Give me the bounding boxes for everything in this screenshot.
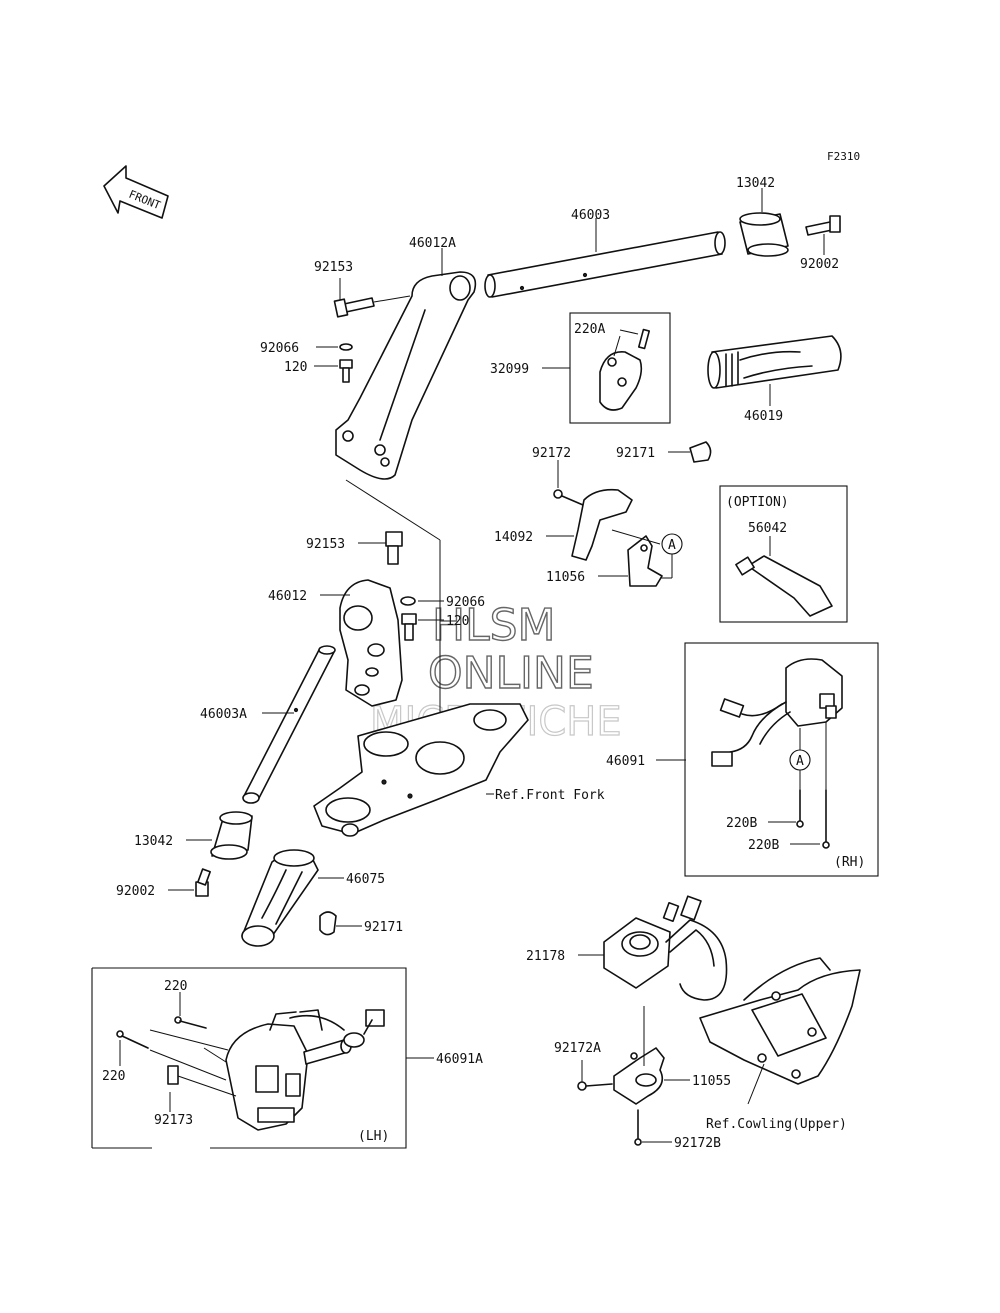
label-120-mid: 120	[446, 614, 469, 629]
part-92066-washer-top	[339, 343, 353, 351]
label-220a: 220A	[574, 322, 605, 337]
part-220-screw-top	[174, 1016, 207, 1029]
label-46019: 46019	[744, 409, 783, 424]
label-220b-1: 220B	[726, 816, 757, 831]
part-13042-weight-top	[739, 212, 789, 257]
front-arrow-icon: FRONT	[103, 165, 169, 219]
watermark-line2: ONLINE	[428, 648, 594, 699]
part-92171-low	[319, 911, 337, 936]
label-14092: 14092	[494, 530, 533, 545]
part-92153-bolt-mid	[385, 531, 403, 565]
part-46012a-holder-upper	[335, 271, 477, 480]
label-92172a: 92172A	[554, 1041, 601, 1056]
part-92002-bolt-low	[195, 868, 211, 897]
part-92066-washer-mid	[400, 596, 416, 606]
label-92173: 92173	[154, 1113, 193, 1128]
part-220-screw-left	[116, 1030, 149, 1049]
label-220-left: 220	[102, 1069, 125, 1084]
part-92171-top	[689, 441, 712, 463]
watermark-line1: HLSM	[432, 600, 556, 651]
option-title: (OPTION)	[726, 495, 789, 510]
label-92153-mid: 92153	[306, 537, 345, 552]
part-92173-pin	[167, 1065, 179, 1085]
label-11056: 11056	[546, 570, 585, 585]
part-13042-weight-low	[210, 811, 253, 860]
label-92171-low: 92171	[364, 920, 403, 935]
label-21178: 21178	[526, 949, 565, 964]
part-21178-immobilizer	[603, 895, 728, 1001]
part-92172b-screw	[634, 1109, 642, 1146]
label-92172b: 92172B	[674, 1136, 721, 1151]
part-11055-bracket	[613, 1047, 665, 1105]
label-46075: 46075	[346, 872, 385, 887]
callout-a-rh-label: A	[796, 754, 804, 769]
label-13042-top: 13042	[736, 176, 775, 191]
part-220b-screw-2	[822, 789, 830, 849]
label-220-top: 220	[164, 979, 187, 994]
part-46075-grip-left	[241, 849, 319, 947]
label-92153-top: 92153	[314, 260, 353, 275]
label-46012: 46012	[268, 589, 307, 604]
part-11056-bracket	[627, 535, 663, 587]
label-11055: 11055	[692, 1074, 731, 1089]
part-46019-grip-right	[707, 335, 842, 389]
label-13042-low: 13042	[134, 834, 173, 849]
label-32099: 32099	[490, 362, 529, 377]
part-220b-screw-1	[796, 789, 804, 828]
part-120-bolt-mid	[401, 613, 417, 641]
callout-a-top-label: A	[668, 538, 676, 553]
part-46091-switch-rh	[711, 658, 843, 767]
label-46003a: 46003A	[200, 707, 247, 722]
label-92171-top: 92171	[616, 446, 655, 461]
part-46003a-pipe	[242, 645, 336, 804]
diagram-code: F2310	[827, 150, 860, 163]
part-92172a-screw	[577, 1081, 613, 1091]
part-triple-clamp-ref	[313, 703, 529, 837]
label-220b-2: 220B	[748, 838, 779, 853]
label-120-top: 120	[284, 360, 307, 375]
rh-label: (RH)	[834, 855, 865, 870]
label-46091: 46091	[606, 754, 645, 769]
part-32099-clamp	[599, 328, 651, 411]
part-46003-handlebar-pipe	[484, 231, 726, 298]
part-92153-bolt-top	[333, 297, 375, 318]
label-ref-cowling: Ref.Cowling(Upper)	[706, 1117, 847, 1132]
lh-label: (LH)	[358, 1129, 389, 1144]
part-46091a-switch-lh	[225, 1009, 385, 1131]
label-92066-top: 92066	[260, 341, 299, 356]
label-92172: 92172	[532, 446, 571, 461]
part-56042-grease-tube	[735, 555, 833, 617]
part-14092-cover	[571, 488, 633, 561]
box-option	[719, 485, 848, 623]
label-46012a: 46012A	[409, 236, 456, 251]
part-cowling-upper-ref	[699, 957, 861, 1085]
part-92002-bolt-top	[805, 215, 841, 236]
label-46091a: 46091A	[436, 1052, 483, 1067]
label-92002-low: 92002	[116, 884, 155, 899]
part-120-bolt-top	[339, 359, 353, 383]
label-92002-top: 92002	[800, 257, 839, 272]
label-92066-mid: 92066	[446, 595, 485, 610]
label-ref-front-fork: Ref.Front Fork	[495, 788, 605, 803]
part-46012-holder-lower	[339, 579, 403, 707]
label-46003: 46003	[571, 208, 610, 223]
option-part-number: 56042	[748, 521, 787, 536]
